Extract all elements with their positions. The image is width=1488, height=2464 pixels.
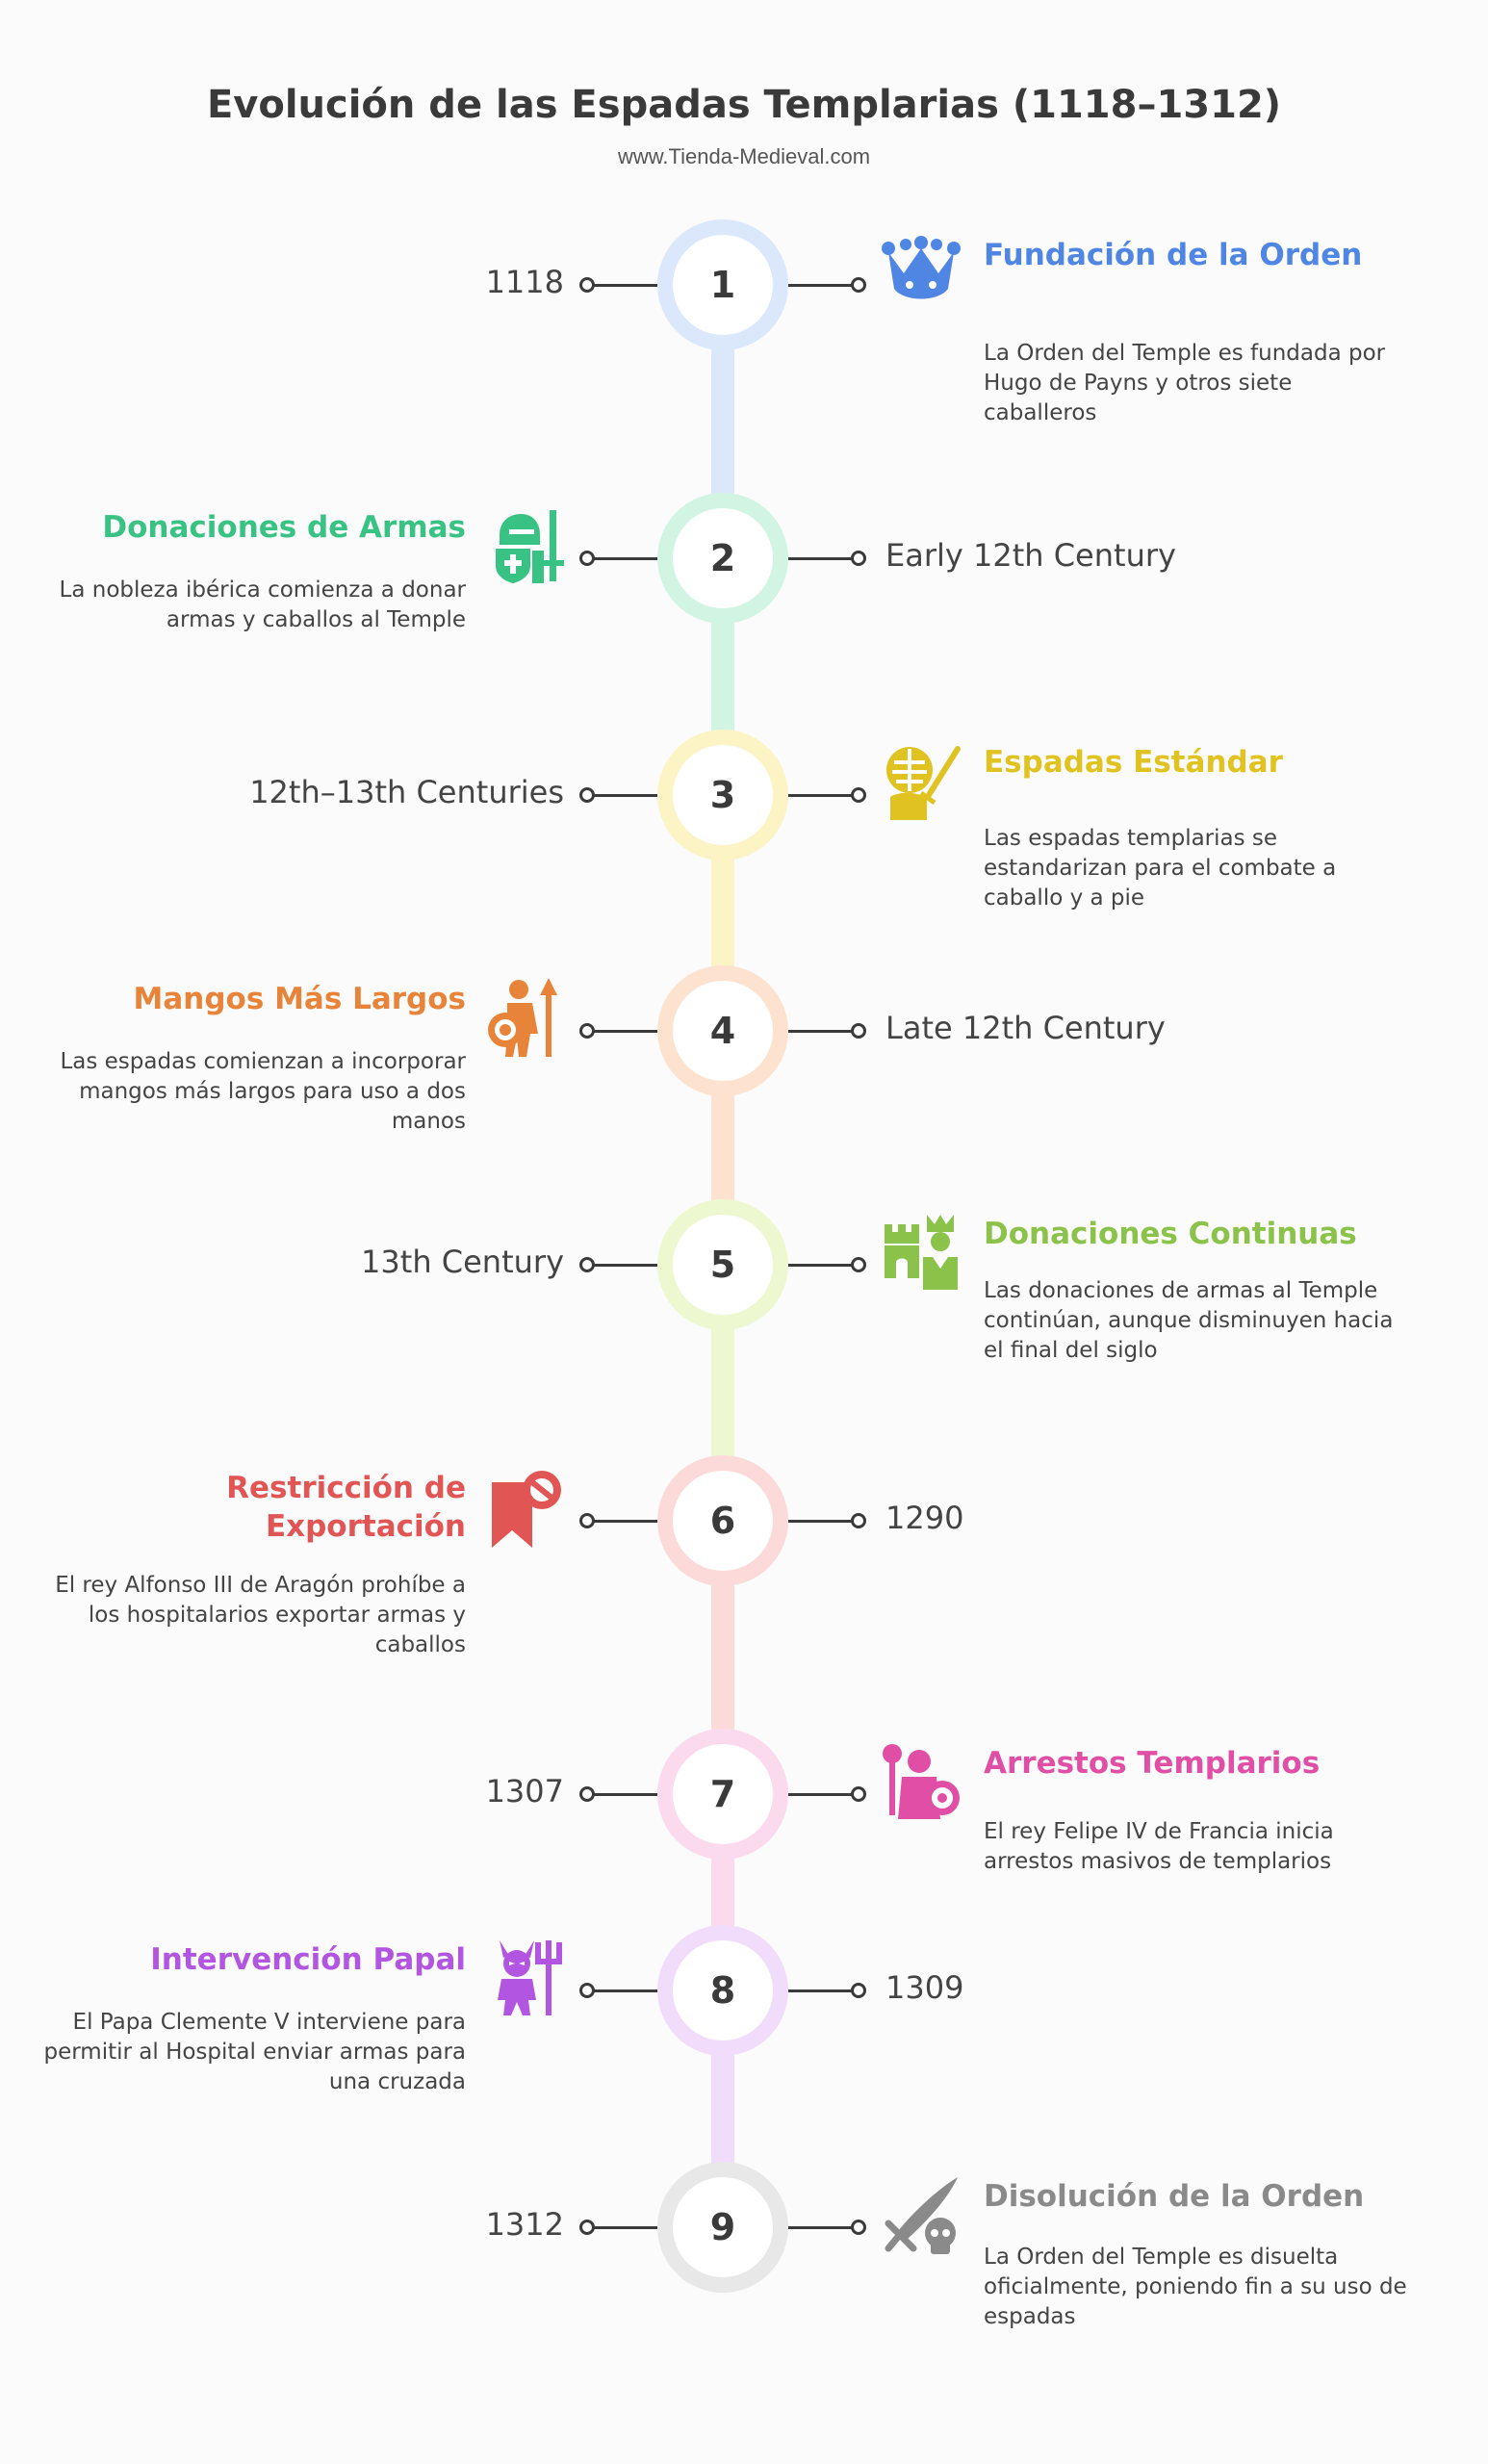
connector-line (788, 1989, 857, 1992)
step-number: 1 (709, 264, 736, 306)
event-title: Arrestos Templarios (984, 1746, 1321, 1781)
event-title: Disolución de la Orden (984, 2179, 1365, 2214)
event-description: La nobleza ibérica comienza a donar arma… (59, 578, 466, 632)
connector-dot (851, 277, 866, 293)
crown-icon (881, 231, 962, 312)
connector-dot (851, 1786, 866, 1802)
event-description: Las espadas templarias se estandarizan p… (984, 826, 1337, 911)
step-number: 8 (709, 1969, 736, 2012)
connector-dot (851, 1023, 866, 1039)
event-description: El Papa Clemente V interviene para permi… (43, 2010, 467, 2094)
connector-dot (579, 2220, 595, 2235)
event-date: 1118 (485, 264, 564, 300)
step-number: 9 (709, 2206, 736, 2248)
connector-line (788, 2226, 857, 2229)
step-number: 2 (709, 537, 736, 579)
connector-line (788, 1264, 857, 1267)
event-date: 1290 (885, 1500, 964, 1536)
connector-dot (851, 787, 866, 803)
bookmark-ban-icon (486, 1469, 567, 1550)
connector-dot (579, 787, 595, 803)
event-title: Restricción de Exportación (226, 1471, 466, 1544)
step-node-8: 8 (657, 1925, 788, 2056)
step-node-9: 9 (657, 2162, 788, 2293)
step-node-2: 2 (657, 493, 788, 624)
step-node-3: 3 (657, 730, 788, 860)
step-number: 4 (709, 1010, 736, 1052)
connector-line (589, 1989, 657, 1992)
connector-dot (851, 551, 866, 566)
knight-sword-icon (486, 506, 567, 587)
connector-line (589, 2226, 657, 2229)
connector-line (589, 1264, 657, 1267)
connector-line (589, 557, 657, 560)
connector-dot (851, 1983, 866, 1998)
event-title: Donaciones de Armas (102, 510, 466, 545)
skull-sword-icon (881, 2175, 962, 2256)
event-date: Early 12th Century (885, 537, 1176, 574)
connector-line (589, 1520, 657, 1523)
event-date: 1312 (485, 2206, 564, 2243)
connector-dot (579, 1983, 595, 1998)
connector-line (788, 557, 857, 560)
step-number: 3 (709, 774, 736, 816)
guard-shield-icon (881, 1740, 962, 1821)
connector-line (589, 1793, 657, 1796)
connector-dot (579, 1023, 595, 1039)
page-title: Evolución de las Espadas Templarias (111… (206, 83, 1282, 127)
connector-line (589, 794, 657, 797)
step-node-5: 5 (657, 1199, 788, 1330)
connector-dot (851, 1257, 866, 1272)
warrior-spear-icon (486, 978, 567, 1059)
event-description: Las espadas comienzan a incorporar mango… (60, 1049, 466, 1134)
event-description: Las donaciones de armas al Temple contin… (984, 1278, 1394, 1363)
connector-line (589, 1030, 657, 1033)
event-date: 1307 (485, 1773, 564, 1810)
event-description: El rey Felipe IV de Francia inicia arres… (984, 1819, 1334, 1874)
step-number: 6 (709, 1500, 736, 1542)
event-date: 12th–13th Centuries (249, 774, 564, 810)
event-description: La Orden del Temple es disuelta oficialm… (984, 2245, 1407, 2329)
connector-line (788, 1520, 857, 1523)
connector-line (788, 1793, 857, 1796)
connector-dot (579, 1786, 595, 1802)
event-date: Late 12th Century (885, 1010, 1166, 1046)
event-date: 1309 (885, 1969, 964, 2006)
step-node-7: 7 (657, 1729, 788, 1860)
event-title: Espadas Estándar (984, 745, 1283, 780)
event-description: El rey Alfonso III de Aragón prohíbe a l… (55, 1573, 466, 1657)
step-node-4: 4 (657, 965, 788, 1096)
event-title: Donaciones Continuas (984, 1217, 1357, 1251)
connector-dot (579, 551, 595, 566)
castle-king-icon (881, 1211, 962, 1292)
connector-dot (579, 277, 595, 293)
connector-dot (851, 2220, 866, 2235)
page-subtitle: www.Tienda-Medieval.com (617, 144, 871, 168)
event-date: 13th Century (361, 1244, 564, 1280)
connector-dot (579, 1513, 595, 1528)
step-number: 5 (709, 1244, 736, 1286)
connector-dot (579, 1257, 595, 1272)
step-number: 7 (709, 1773, 736, 1815)
event-title: Intervención Papal (150, 1942, 466, 1977)
devil-trident-icon (486, 1937, 567, 2017)
connector-line (788, 284, 857, 287)
event-title: Mangos Más Largos (133, 982, 466, 1016)
event-description: La Orden del Temple es fundada por Hugo … (984, 341, 1386, 425)
step-node-6: 6 (657, 1455, 788, 1586)
event-title: Fundación de la Orden (984, 238, 1363, 272)
connector-dot (851, 1513, 866, 1528)
connector-line (589, 284, 657, 287)
step-node-1: 1 (657, 219, 788, 350)
connector-line (788, 794, 857, 797)
fencing-icon (881, 741, 962, 822)
connector-line (788, 1030, 857, 1033)
